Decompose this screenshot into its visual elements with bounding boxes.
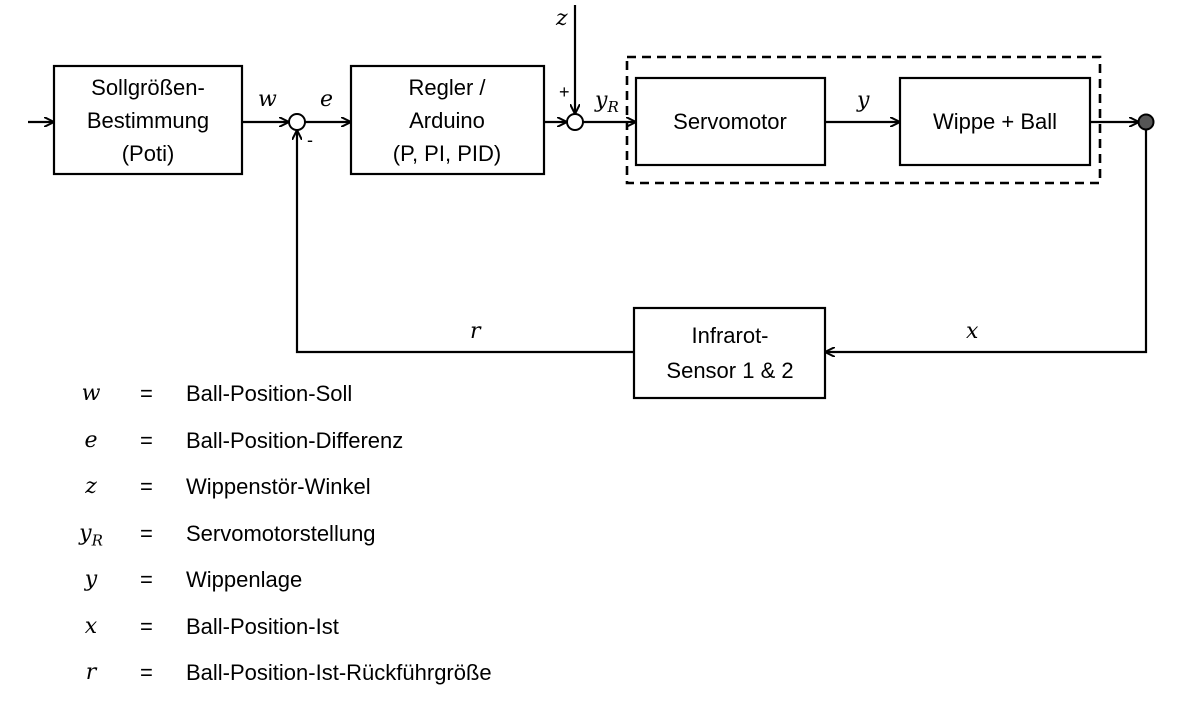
- signal-label-r: r: [470, 319, 482, 344]
- legend-equals: =: [140, 520, 153, 546]
- legend-description: Servomotorstellung: [186, 520, 376, 546]
- regler-block: [349, 64, 546, 176]
- legend-equals: =: [140, 474, 153, 499]
- servomotor-label: Servomotor: [673, 109, 787, 134]
- summing-junction-1: [288, 113, 306, 131]
- regler-label-1: Regler /: [408, 75, 486, 100]
- legend-symbol: r: [85, 660, 97, 685]
- summing-junction-2: [566, 113, 584, 131]
- legend-symbol: e: [84, 427, 98, 453]
- legend-description: Ball-Position-Ist: [186, 613, 339, 639]
- signal-label-e: e: [320, 87, 333, 112]
- signal-label-y: y: [856, 88, 870, 113]
- sollgroessen-label-3: (Poti): [122, 141, 175, 166]
- r-feedback-line: [297, 131, 634, 354]
- legend-equals: =: [140, 381, 153, 406]
- sollgroessen-label-1: Sollgrößen-: [91, 75, 205, 100]
- branch-point: [1137, 113, 1155, 131]
- legend-description: Ball-Position-Ist-Rückführgröße: [186, 660, 492, 685]
- signal-label-yR: yR: [594, 88, 619, 116]
- plus-sign: +: [559, 82, 570, 102]
- minus-sign: -: [307, 130, 313, 150]
- sensor-label-1: Infrarot-: [691, 323, 768, 348]
- legend-description: Wippenstör-Winkel: [186, 474, 371, 499]
- signal-label-x: x: [966, 319, 979, 344]
- legend-description: Ball-Position-Differenz: [186, 427, 404, 453]
- legend-equals: =: [140, 660, 153, 685]
- legend-equals: =: [140, 567, 153, 592]
- sensor-block: [632, 306, 827, 400]
- legend-symbol: z: [85, 474, 97, 499]
- legend-description: Wippenlage: [186, 567, 303, 592]
- regler-label-2: Arduino: [409, 108, 485, 133]
- x-feedback-line: [826, 129, 1148, 352]
- legend-equals: =: [140, 613, 153, 639]
- legend-symbol: yR: [79, 520, 103, 549]
- sollgroessen-label-2: Bestimmung: [87, 108, 209, 133]
- signal-label-w: w: [258, 87, 277, 112]
- legend-symbol: w: [81, 381, 101, 406]
- regler-label-3: (P, PI, PID): [393, 141, 501, 166]
- servomotor-block: [634, 76, 827, 167]
- signal-label-z: z: [555, 6, 568, 31]
- legend-symbol: x: [84, 613, 98, 639]
- legend-equals: =: [140, 427, 153, 453]
- legend-description: Ball-Position-Soll: [186, 381, 353, 406]
- legend-symbol: y: [84, 567, 98, 592]
- wippe-ball-label: Wippe + Ball: [933, 109, 1057, 134]
- sollgroessen-block: [52, 64, 244, 176]
- sensor-label-2: Sensor 1 & 2: [666, 358, 793, 383]
